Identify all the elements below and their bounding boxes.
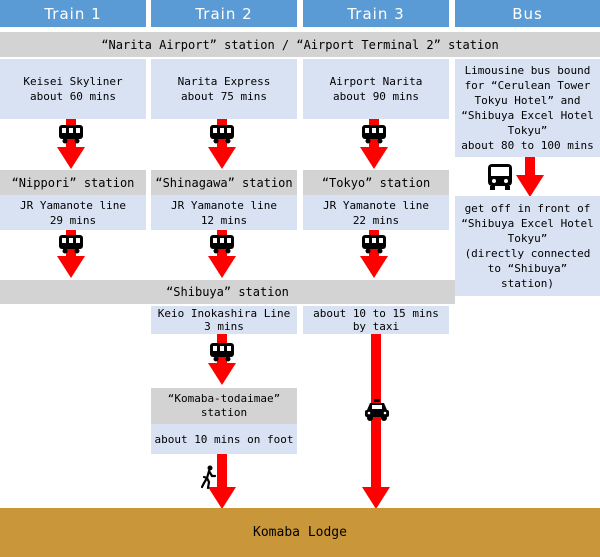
train-icon	[361, 234, 387, 254]
train-icon	[209, 124, 235, 144]
train2-walk-box: about 10 mins on foot	[151, 424, 297, 454]
train1-arrow-2-head	[57, 256, 85, 278]
train2-arrow-2-head	[208, 256, 236, 278]
train1-line-box: Keisei Skyliner about 60 mins	[0, 59, 146, 119]
header-train-2: Train 2	[151, 0, 297, 27]
train3-taxi-box: about 10 to 15 mins by taxi	[303, 306, 449, 334]
train2-line-box: Narita Express about 75 mins	[151, 59, 297, 119]
header-bus: Bus	[455, 0, 600, 27]
train1-arrow-1-head	[57, 147, 85, 169]
train1-jr-line-box: JR Yamanote line 29 mins	[0, 195, 146, 230]
taxi-icon	[364, 398, 390, 422]
train2-arrow-1-head	[208, 147, 236, 169]
train2-jr-line-box: JR Yamanote line 12 mins	[151, 195, 297, 230]
train3-arrow-2-head	[360, 256, 388, 278]
train2-arrow-4-head	[208, 487, 236, 509]
train-icon	[58, 234, 84, 254]
train2-arrow-4-shaft	[217, 454, 227, 487]
airport-station-band: “Narita Airport” station / “Airport Term…	[0, 32, 600, 57]
header-train-1: Train 1	[0, 0, 146, 27]
train-icon	[58, 124, 84, 144]
train2-transfer-station: “Shinagawa” station	[151, 170, 297, 195]
train1-transfer-station: “Nippori” station	[0, 170, 146, 195]
walking-person-icon	[200, 465, 217, 490]
train3-arrow-1-head	[360, 147, 388, 169]
train3-jr-line-box: JR Yamanote line 22 mins	[303, 195, 449, 230]
shibuya-station-band: “Shibuya” station	[0, 280, 455, 304]
train3-arrow-3-head	[362, 487, 390, 509]
bus-arrow-head	[516, 175, 544, 197]
train2-arrow-3-head	[208, 363, 236, 385]
shibuya-station-band-extension	[455, 280, 600, 304]
train-icon	[361, 124, 387, 144]
train3-line-box: Airport Narita about 90 mins	[303, 59, 449, 119]
destination-komaba-lodge: Komaba Lodge	[0, 508, 600, 557]
bus-icon	[487, 163, 513, 191]
bus-line-box: Limousine bus bound for “Cerulean Tower …	[455, 59, 600, 157]
train-icon	[209, 342, 235, 362]
bus-arrow-shaft	[525, 157, 535, 175]
train2-keio-line-box: Keio Inokashira Line 3 mins	[151, 306, 297, 334]
bus-stop-box: get off in front of “Shibuya Excel Hotel…	[455, 196, 600, 296]
header-train-3: Train 3	[303, 0, 449, 27]
train-icon	[209, 234, 235, 254]
train3-transfer-station: “Tokyo” station	[303, 170, 449, 195]
komaba-todaimae-station: “Komaba-todaimae” station	[151, 388, 297, 424]
